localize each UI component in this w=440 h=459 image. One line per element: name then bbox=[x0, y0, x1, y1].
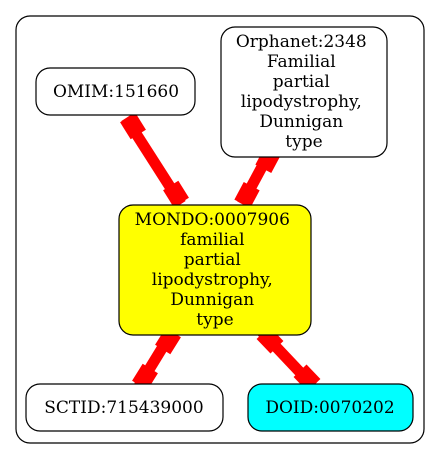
node-label-line: Dunnigan bbox=[170, 290, 254, 310]
node-orphanet[interactable]: Orphanet:2348 Familial partial lipodystr… bbox=[220, 26, 388, 158]
node-label-line: Orphanet:2348 bbox=[236, 32, 367, 52]
edge-end-marker-mondo bbox=[234, 181, 260, 209]
edge-end-marker-omim bbox=[120, 112, 146, 140]
node-box bbox=[25, 383, 224, 432]
node-label-line: Familial bbox=[267, 52, 336, 72]
node-label-line: type bbox=[285, 132, 322, 152]
node-label: MONDO:0007906 familial partial lipodystr… bbox=[135, 210, 296, 330]
node-label-line: lipodystrophy, bbox=[152, 270, 273, 290]
node-box bbox=[35, 67, 196, 116]
node-box bbox=[220, 26, 388, 158]
node-box bbox=[247, 383, 414, 432]
edge-end-marker-mondo bbox=[163, 180, 189, 208]
node-label: Orphanet:2348 Familial partial lipodystr… bbox=[236, 32, 372, 152]
node-sctid[interactable]: SCTID:715439000 bbox=[25, 383, 224, 432]
node-label-line: familial bbox=[180, 230, 244, 250]
edge-omim-mondo bbox=[120, 112, 189, 208]
node-doid[interactable]: DOID:0070202 bbox=[247, 383, 414, 432]
node-label-line: Dunnigan bbox=[259, 112, 343, 132]
node-label: SCTID:715439000 bbox=[44, 398, 203, 418]
node-label-line: partial bbox=[184, 250, 241, 270]
node-label: OMIM:151660 bbox=[53, 82, 179, 102]
node-label-line: lipodystrophy, bbox=[241, 92, 362, 112]
node-box bbox=[118, 204, 312, 336]
node-label-line: partial bbox=[273, 72, 330, 92]
node-mondo[interactable]: MONDO:0007906 familial partial lipodystr… bbox=[118, 204, 312, 336]
node-omim[interactable]: OMIM:151660 bbox=[35, 67, 196, 116]
node-label-line: MONDO:0007906 bbox=[135, 210, 290, 230]
node-label: DOID:0070202 bbox=[265, 398, 394, 418]
node-label-line: type bbox=[196, 310, 233, 330]
